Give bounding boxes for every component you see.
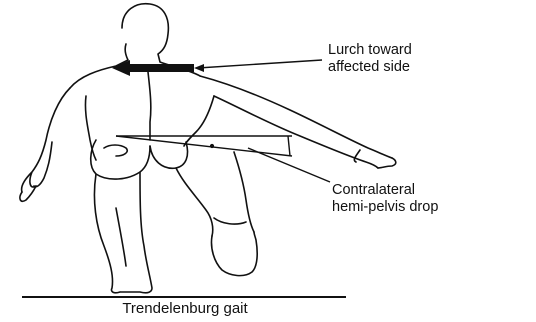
left-calf-line xyxy=(116,208,126,266)
left-leg-outline xyxy=(94,172,152,293)
right-buttock xyxy=(150,142,188,168)
left-arm-outline xyxy=(22,88,70,192)
lurch-pointer-line xyxy=(198,60,322,68)
lurch-arrow xyxy=(112,60,322,76)
spine-line xyxy=(148,72,151,140)
pelvis-drop-annotation: Contralateral hemi-pelvis drop xyxy=(332,182,438,216)
ground-line xyxy=(22,296,346,298)
drop-pointer-line xyxy=(248,148,330,182)
right-foot xyxy=(211,232,257,276)
pelvis-dot xyxy=(211,145,214,148)
right-arm-outline xyxy=(200,76,392,168)
drop-marker xyxy=(288,136,290,156)
left-hand-on-hip xyxy=(104,145,127,156)
torso-right xyxy=(184,96,214,146)
figure-caption: Trendelenburg gait xyxy=(0,300,370,317)
lurch-pointer-head xyxy=(194,64,204,72)
tilted-pelvis-line xyxy=(116,136,292,156)
torso-left xyxy=(85,96,96,160)
right-knee-crease xyxy=(214,218,246,224)
lurch-annotation: Lurch toward affected side xyxy=(328,42,412,76)
